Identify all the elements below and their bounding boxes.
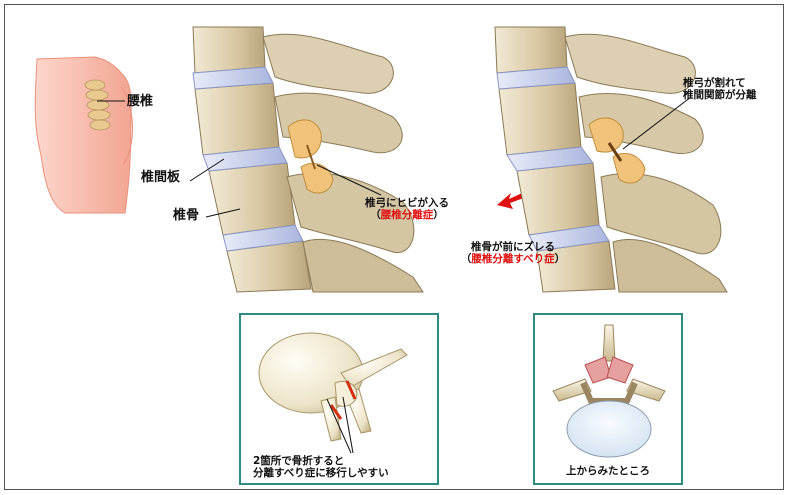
slip-line-1: 椎骨が前にズレる (453, 241, 573, 253)
disc-label: 椎間板 (141, 171, 180, 185)
crack-line-2: （腰椎分離症） (357, 209, 457, 221)
crack-annotation: 椎弓にヒビが入る （腰椎分離症） (357, 197, 457, 221)
split-line-1: 椎弓が割れて (683, 77, 757, 89)
top-view-box: 上からみたところ (533, 313, 683, 485)
top-view-vertebra-illustration (545, 321, 673, 461)
crack-paren-open: （ (370, 209, 381, 221)
slip-paren-open: （ (461, 253, 472, 265)
vertebral-body-leader-line (204, 205, 244, 225)
top-view-caption: 上からみたところ (535, 465, 681, 477)
slip-annotation: 椎骨が前にズレる （腰椎分離すべり症） (453, 241, 573, 265)
vertebral-body-label: 椎骨 (173, 209, 199, 223)
lumbar-label: 腰椎 (127, 95, 153, 109)
disc-leader-line (188, 155, 228, 185)
crack-paren-close: ） (433, 209, 444, 221)
spondylolisthesis-term: 腰椎分離すべり症 (471, 253, 554, 265)
split-leader-line (617, 93, 697, 153)
spondylolysis-term: 腰椎分離症 (381, 209, 434, 221)
fracture-detail-box: 2箇所で骨折すると 分離すべり症に移行しやすい (239, 313, 439, 485)
fracture-line-2: 分離すべり症に移行しやすい (253, 467, 389, 479)
torso-illustration (25, 55, 145, 215)
fracture-leader-lines (321, 395, 381, 457)
diagram-frame: 腰椎 椎間板 椎骨 椎弓にヒビが入る (4, 4, 784, 490)
fracture-line-1: 2箇所で骨折すると (253, 455, 389, 467)
slip-line-2: （腰椎分離すべり症） (453, 253, 573, 265)
split-line-2: 椎間関節が分離 (683, 89, 757, 101)
lumbar-leader-line (97, 99, 127, 103)
fracture-annotation: 2箇所で骨折すると 分離すべり症に移行しやすい (253, 455, 389, 479)
crack-line-1: 椎弓にヒビが入る (357, 197, 457, 209)
slip-paren-close: ） (555, 253, 566, 265)
split-annotation: 椎弓が割れて 椎間関節が分離 (683, 77, 757, 101)
